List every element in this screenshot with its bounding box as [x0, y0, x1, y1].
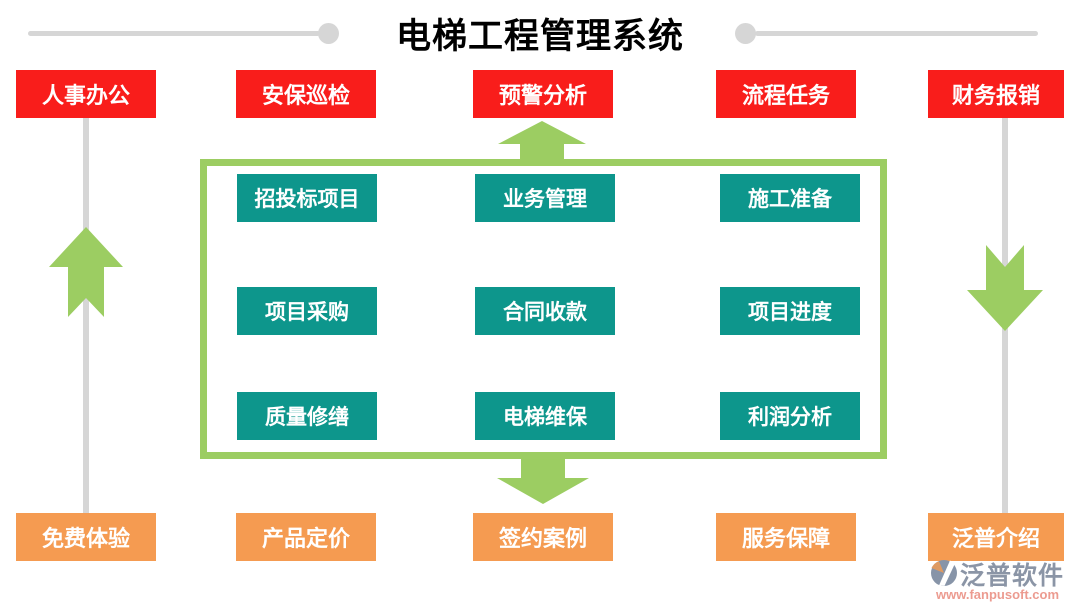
header-dot-left [318, 23, 339, 44]
bottom-button-about-fanpu[interactable]: 泛普介绍 [928, 513, 1064, 561]
bottom-button-pricing[interactable]: 产品定价 [236, 513, 376, 561]
header-line-left [28, 31, 320, 36]
module-procurement[interactable]: 项目采购 [237, 287, 377, 335]
module-construction-prep[interactable]: 施工准备 [720, 174, 860, 222]
bottom-button-cases[interactable]: 签约案例 [473, 513, 613, 561]
bottom-button-free-trial[interactable]: 免费体验 [16, 513, 156, 561]
page-title: 电梯工程管理系统 [395, 17, 684, 56]
top-button-finance-reimburse[interactable]: 财务报销 [928, 70, 1064, 118]
module-elevator-maintenance[interactable]: 电梯维保 [475, 392, 615, 440]
header-line-right [755, 31, 1038, 36]
top-button-warning-analysis[interactable]: 预警分析 [473, 70, 613, 118]
module-bidding[interactable]: 招投标项目 [237, 174, 377, 222]
bottom-button-service-guarantee[interactable]: 服务保障 [716, 513, 856, 561]
brand-name: 泛普软件 [960, 562, 1065, 590]
brand-website-link[interactable]: www.fanpusoft.com [936, 587, 1060, 602]
module-business-mgmt[interactable]: 业务管理 [475, 174, 615, 222]
connector-line-left [83, 118, 89, 513]
module-quality-repair[interactable]: 质量修缮 [237, 392, 377, 440]
brand-logo[interactable]: 泛普软件 www.fanpusoft.com [928, 554, 1068, 606]
fanpu-logo-icon [931, 560, 957, 586]
module-profit-analysis[interactable]: 利润分析 [720, 392, 860, 440]
header-dot-right [735, 23, 756, 44]
module-contract-payment[interactable]: 合同收款 [475, 287, 615, 335]
connector-line-right [1002, 118, 1008, 513]
top-button-workflow-tasks[interactable]: 流程任务 [716, 70, 856, 118]
top-button-personnel[interactable]: 人事办公 [16, 70, 156, 118]
top-button-security-patrol[interactable]: 安保巡检 [236, 70, 376, 118]
module-project-progress[interactable]: 项目进度 [720, 287, 860, 335]
